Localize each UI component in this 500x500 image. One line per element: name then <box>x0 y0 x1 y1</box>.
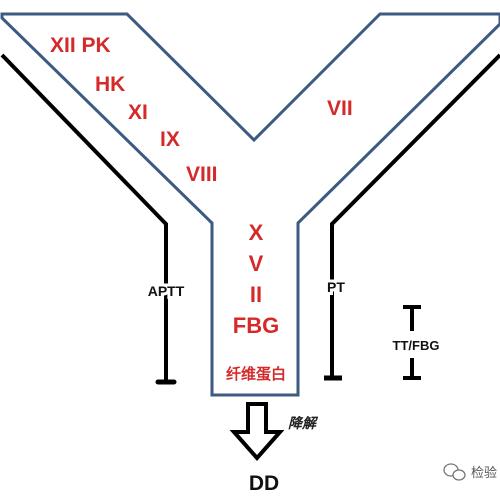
factor-ii: II <box>250 282 262 307</box>
factor-x: X <box>249 220 264 245</box>
d-dimer-label: DD <box>249 472 279 495</box>
factor-xi: XI <box>128 101 148 124</box>
aptt-bar <box>0 53 168 382</box>
aptt-label: APTT <box>148 283 185 299</box>
down-arrow-icon <box>229 402 285 462</box>
y-shape-outline <box>0 12 500 397</box>
factor-ix: IX <box>160 128 180 151</box>
watermark-text: 检验 <box>471 465 497 481</box>
wechat-icon <box>443 463 466 481</box>
degradation-label: 降解 <box>288 415 319 432</box>
factor-fbg: FBG <box>233 313 279 338</box>
pt-label: PT <box>327 279 345 295</box>
pt-bar <box>330 53 500 378</box>
factor-vii: VII <box>327 97 353 120</box>
factor-v: V <box>249 251 264 276</box>
tt-fbg-label: TT/FBG <box>393 338 440 353</box>
factor-hk: HK <box>95 73 125 96</box>
factor-viii: VIII <box>186 163 218 186</box>
factor-xii-pk: XII PK <box>50 34 111 57</box>
fibrin-label: 纤维蛋白 <box>226 365 286 383</box>
